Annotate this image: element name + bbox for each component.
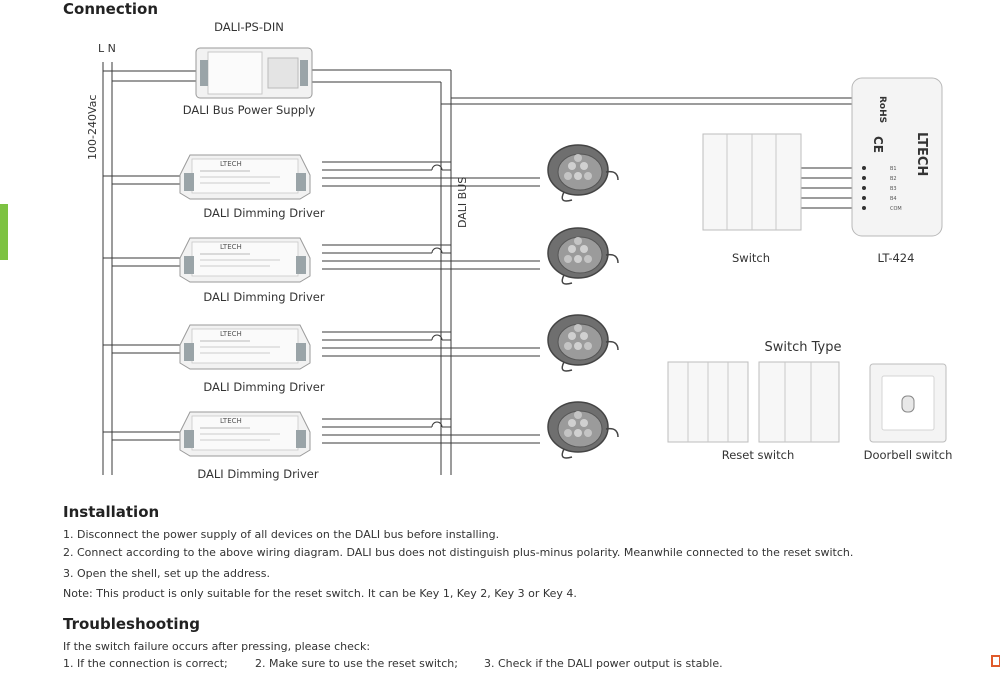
power-supply-model: DALI-PS-DIN xyxy=(214,20,284,34)
doorbell-switch xyxy=(869,363,947,443)
wiring-diagram: L N 100-240Vac xyxy=(86,20,953,481)
downlight-2 xyxy=(547,227,619,285)
dali-bus-label: DALI BUS xyxy=(456,177,469,228)
downlight-3 xyxy=(547,314,619,372)
installation-note: Note: This product is only suitable for … xyxy=(63,587,577,600)
power-supply-caption: DALI Bus Power Supply xyxy=(183,103,316,117)
terminal-b2: B2 xyxy=(890,176,897,182)
terminal-b4: B4 xyxy=(890,196,897,202)
doorbell-switch-caption: Doorbell switch xyxy=(864,448,953,462)
driver-caption-4: DALI Dimming Driver xyxy=(197,467,319,481)
dimming-driver-3: LTECH xyxy=(179,324,311,370)
driver-brand: LTECH xyxy=(220,243,242,251)
switch-type-title: Switch Type xyxy=(765,340,842,355)
module-ce: CE xyxy=(871,136,885,153)
driver-caption-1: DALI Dimming Driver xyxy=(203,206,325,220)
four-gang-switch xyxy=(702,133,802,231)
reset-switch-2gang xyxy=(758,361,840,443)
module-caption: LT-424 xyxy=(878,251,915,265)
terminal-b3: B3 xyxy=(890,186,897,192)
driver-brand: LTECH xyxy=(220,417,242,425)
voltage-label: 100-240Vac xyxy=(86,95,99,160)
driver-brand: LTECH xyxy=(220,160,242,168)
dali-bus-wires xyxy=(310,69,860,475)
driver-caption-2: DALI Dimming Driver xyxy=(203,290,325,304)
ln-label: L N xyxy=(98,42,116,55)
corner-logo-icon xyxy=(991,655,1000,667)
connection-title: Connection xyxy=(63,0,159,18)
module-brand: LTECH xyxy=(914,132,929,176)
accent-tab xyxy=(0,204,8,260)
troubleshooting-check-2: 2. Make sure to use the reset switch; xyxy=(255,657,458,670)
driver-caption-3: DALI Dimming Driver xyxy=(203,380,325,394)
installation-line-3: 3. Open the shell, set up the address. xyxy=(63,567,271,580)
dimming-driver-1: LTECH xyxy=(179,154,311,200)
switch-caption: Switch xyxy=(732,251,770,265)
installation-line-1: 1. Disconnect the power supply of all de… xyxy=(63,528,500,541)
troubleshooting-check-1: 1. If the connection is correct; xyxy=(63,657,228,670)
downlight-4 xyxy=(547,401,619,459)
lt-424-module: LTECH RoHS CE B1 B2 B3 B4 COM xyxy=(851,77,943,237)
dimming-driver-2: LTECH xyxy=(179,237,311,283)
dimming-driver-4: LTECH xyxy=(179,411,311,457)
troubleshooting-intro: If the switch failure occurs after press… xyxy=(63,640,371,653)
reset-switch-3gang xyxy=(667,361,749,443)
module-certs: RoHS xyxy=(877,96,887,123)
terminal-b1: B1 xyxy=(890,166,897,172)
troubleshooting-title: Troubleshooting xyxy=(63,615,200,633)
mains-wires xyxy=(102,62,196,475)
terminal-com: COM xyxy=(890,206,902,212)
reset-switch-caption: Reset switch xyxy=(722,448,795,462)
troubleshooting-check-3: 3. Check if the DALI power output is sta… xyxy=(484,657,723,670)
dali-power-supply xyxy=(195,47,313,99)
installation-line-2: 2. Connect according to the above wiring… xyxy=(63,546,854,559)
installation-title: Installation xyxy=(63,503,160,521)
driver-brand: LTECH xyxy=(220,330,242,338)
downlight-1 xyxy=(547,144,619,202)
